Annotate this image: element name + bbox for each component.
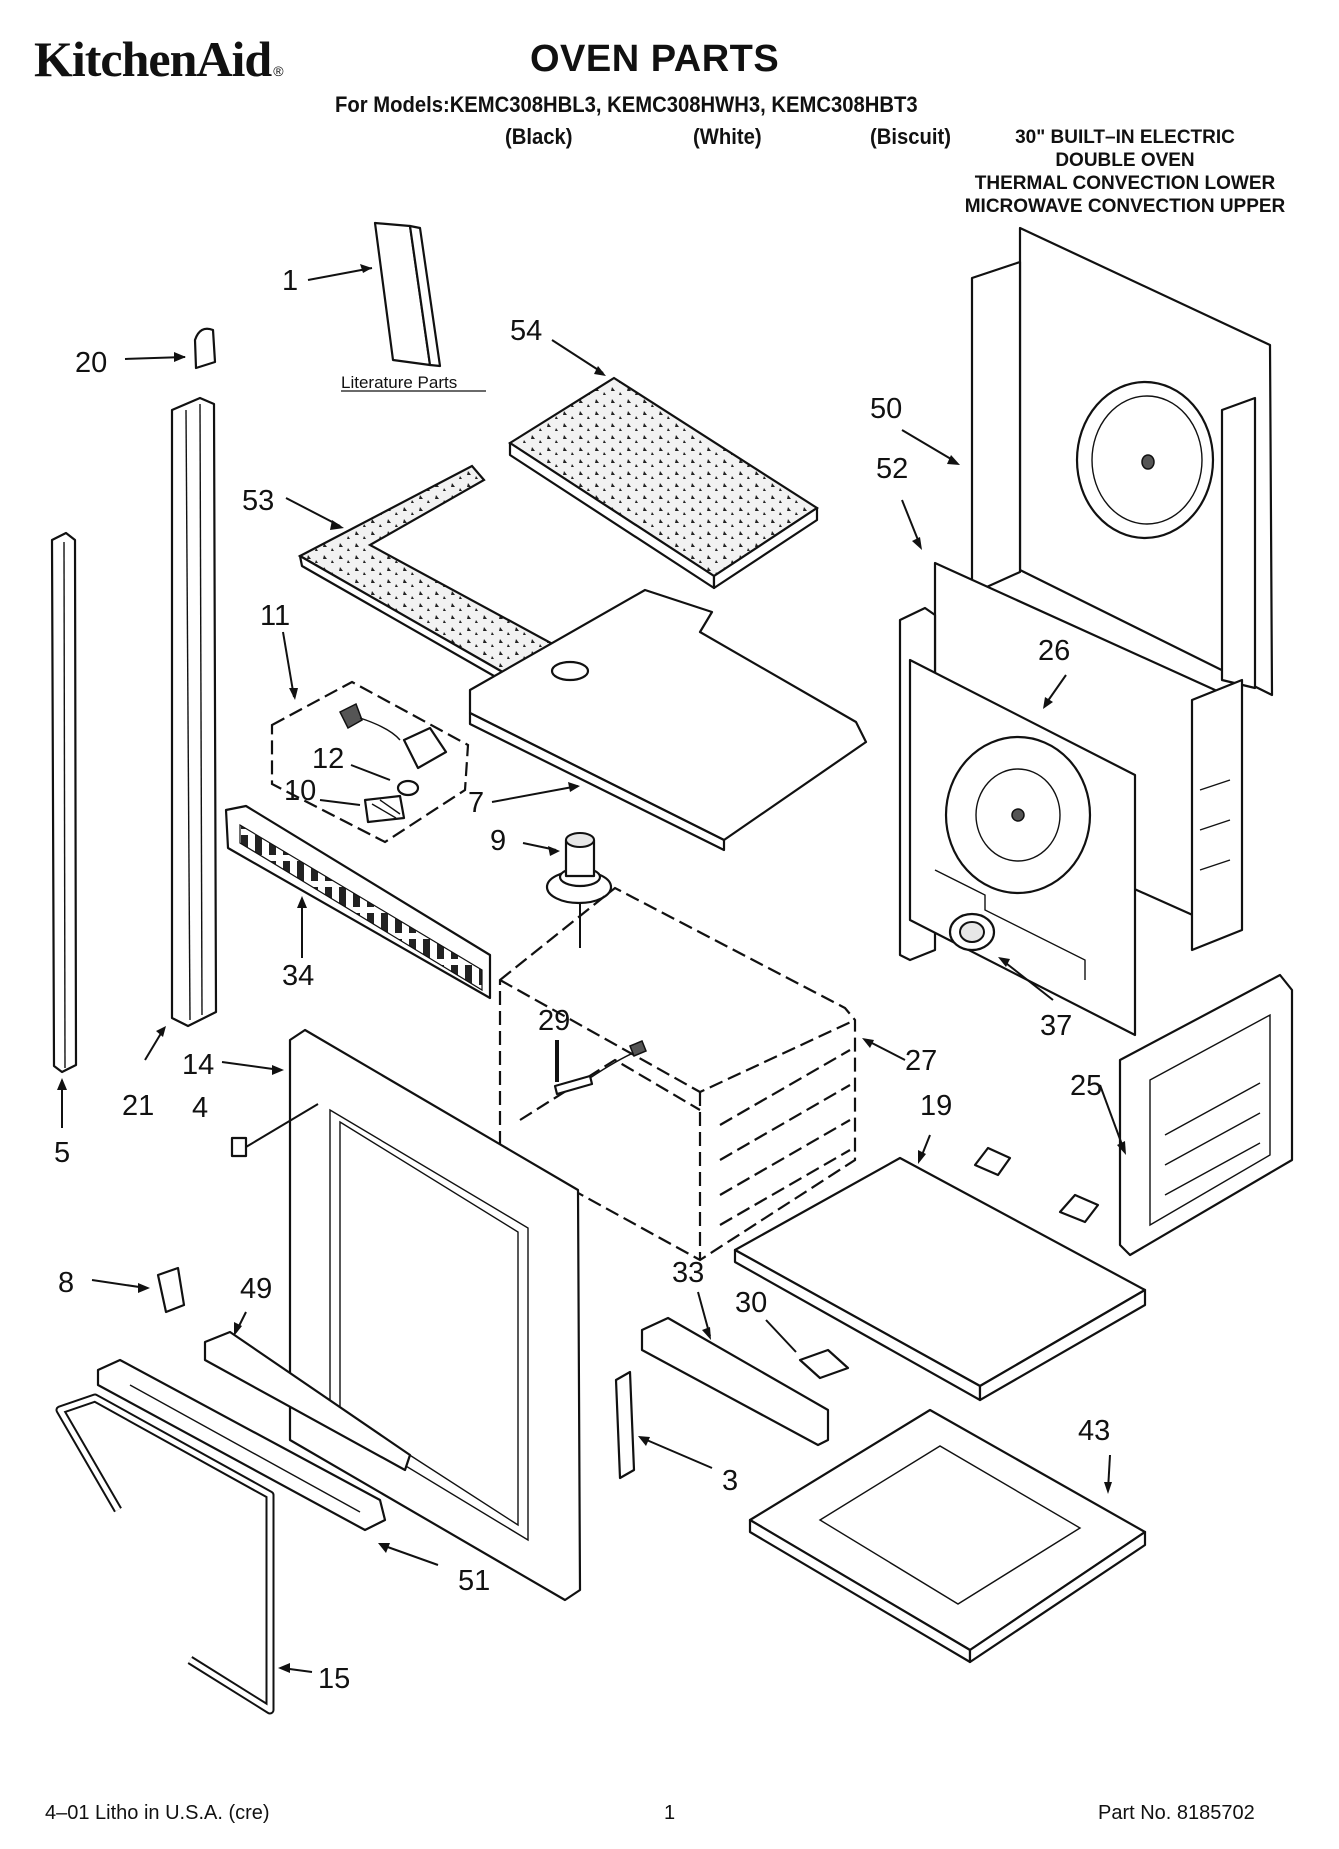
part-29-sensor xyxy=(553,1040,647,1096)
page-number: 1 xyxy=(664,1802,676,1824)
part-37-thermostat xyxy=(948,912,1054,1001)
literature-parts-label: Literature Parts xyxy=(341,373,457,392)
callout-37: 37 xyxy=(1040,1010,1072,1042)
callout-1: 1 xyxy=(282,265,298,297)
model-list: For Models:KEMC308HBL3, KEMC308HWH3, KEM… xyxy=(335,92,918,117)
callout-25: 25 xyxy=(1070,1070,1102,1102)
callout-9: 9 xyxy=(490,825,506,857)
part-20-cap xyxy=(124,327,217,370)
callout-5: 5 xyxy=(54,1137,70,1169)
callout-27: 27 xyxy=(905,1045,937,1077)
color-black: (Black) xyxy=(505,124,573,149)
part-19-bottom-panel xyxy=(733,1134,1147,1402)
part-8-clip xyxy=(91,1266,186,1314)
callout-33: 33 xyxy=(672,1257,704,1289)
callout-52: 52 xyxy=(876,453,908,485)
callout-8: 8 xyxy=(58,1267,74,1299)
part-5-trim xyxy=(50,531,78,1128)
part-34-vent-grille xyxy=(224,804,492,1000)
callout-4: 4 xyxy=(192,1092,208,1124)
callout-49: 49 xyxy=(240,1273,272,1305)
color-white: (White) xyxy=(693,124,762,149)
part-49-front-trim xyxy=(203,1311,412,1472)
callout-19: 19 xyxy=(920,1090,952,1122)
callout-50: 50 xyxy=(870,393,902,425)
callout-21: 21 xyxy=(122,1090,154,1122)
part-15-gasket xyxy=(55,1393,313,1715)
callout-34: 34 xyxy=(282,960,314,992)
part-33-bracket xyxy=(640,1291,830,1447)
callout-15: 15 xyxy=(318,1663,350,1695)
brand-logo: KitchenAid® xyxy=(34,31,284,87)
part-25-side-panel xyxy=(1099,973,1294,1257)
callout-11: 11 xyxy=(260,600,290,632)
callout-7: 7 xyxy=(468,787,484,819)
part-7-top-panel xyxy=(468,588,868,852)
part-number: Part No. 8185702 xyxy=(1098,1802,1255,1824)
litho-note: 4–01 Litho in U.S.A. (cre) xyxy=(45,1802,270,1824)
callout-54: 54 xyxy=(510,315,542,347)
part-51-bottom-trim xyxy=(96,1358,439,1566)
part-53-insulation-frame xyxy=(285,464,564,694)
part-9-motor xyxy=(522,832,613,948)
oven-description: 30" BUILT–IN ELECTRIC DOUBLE OVEN THERMA… xyxy=(964,127,1286,217)
part-11-light-assembly xyxy=(270,631,470,844)
part-14-front-frame xyxy=(221,1028,582,1602)
part-54-insulation-pad xyxy=(507,339,820,590)
callout-12: 12 xyxy=(312,743,344,775)
part-30-clip xyxy=(765,1319,850,1380)
callout-53: 53 xyxy=(242,485,274,517)
part-27-oven-cavity xyxy=(498,886,906,1262)
callout-30: 30 xyxy=(735,1287,767,1319)
callout-3: 3 xyxy=(722,1465,738,1497)
callout-29: 29 xyxy=(538,1005,570,1037)
part-1-literature xyxy=(307,221,442,368)
color-biscuit: (Biscuit) xyxy=(870,124,951,149)
part-50-rear-panel xyxy=(901,226,1274,697)
part-21-side-trim xyxy=(144,396,218,1061)
part-4-screw xyxy=(230,1103,319,1158)
callout-26: 26 xyxy=(1038,635,1070,667)
callout-10: 10 xyxy=(284,775,316,807)
page-title: OVEN PARTS xyxy=(530,38,780,80)
callout-43: 43 xyxy=(1078,1415,1110,1447)
callout-20: 20 xyxy=(75,347,107,379)
part-43-bottom-tray xyxy=(748,1408,1147,1664)
part-3-bracket xyxy=(614,1370,713,1480)
callout-14: 14 xyxy=(182,1049,214,1081)
callout-51: 51 xyxy=(458,1565,490,1597)
